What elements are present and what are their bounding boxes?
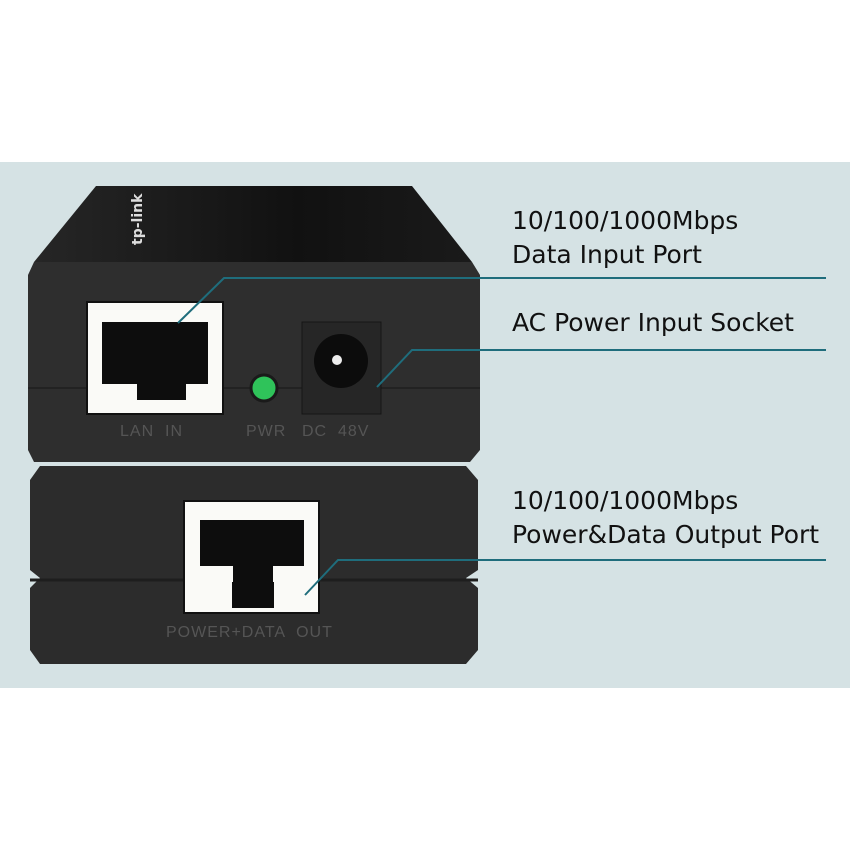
callout-output-line1: 10/100/1000Mbps bbox=[512, 486, 738, 515]
callout-output-line2: Power&Data Output Port bbox=[512, 520, 819, 549]
pwr-label: PWR bbox=[246, 423, 286, 440]
brand-logo: tp-link bbox=[130, 193, 146, 245]
callout-power-socket: AC Power Input Socket bbox=[512, 308, 794, 337]
lan-in-label: LAN IN bbox=[120, 423, 183, 440]
dc-label: DC 48V bbox=[302, 423, 369, 440]
dc-socket bbox=[301, 321, 382, 415]
top-face bbox=[34, 186, 472, 262]
callout-data-input-line2: Data Input Port bbox=[512, 240, 702, 269]
leader-line-data-input bbox=[177, 277, 826, 324]
lan-in-port bbox=[86, 301, 224, 415]
leader-line-output bbox=[304, 559, 826, 596]
power-led bbox=[249, 373, 279, 403]
callout-data-input-line1: 10/100/1000Mbps bbox=[512, 206, 738, 235]
output-port bbox=[183, 500, 320, 614]
output-label: POWER+DATA OUT bbox=[166, 624, 333, 641]
leader-line-power-socket bbox=[376, 349, 826, 388]
